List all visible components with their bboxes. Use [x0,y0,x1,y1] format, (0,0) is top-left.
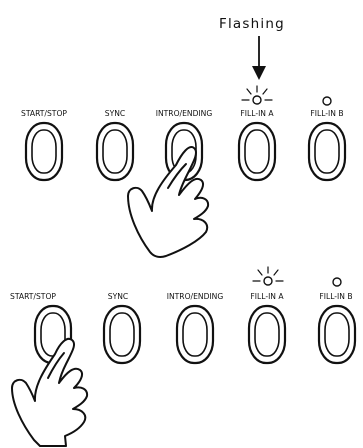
label-start-stop: START/STOP [10,292,56,301]
label-fill-in-a: FILL-IN A [250,292,284,301]
fill-in-b-led [333,278,341,286]
annotation-arrow [252,36,266,80]
fill-in-a-led-flashing [253,267,283,285]
label-fill-in-b: FILL-IN B [319,292,352,301]
label-sync: SYNC [105,109,125,118]
fill-in-b-led [323,97,331,105]
fill-in-a-button[interactable] [249,306,285,363]
sync-button[interactable] [104,306,140,363]
fill-in-b-button[interactable] [319,306,355,363]
sync-button[interactable] [97,123,133,180]
fill-in-b-button[interactable] [309,123,345,180]
label-intro-ending: INTRO/ENDING [167,292,224,301]
fill-in-a-button[interactable] [239,123,275,180]
label-fill-in-b: FILL-IN B [310,109,343,118]
panel-top: START/STOP SYNC INTRO/ENDING FILL-IN A F… [21,86,345,257]
label-start-stop: START/STOP [21,109,67,118]
flashing-annotation: Flashing [219,16,285,32]
intro-ending-button[interactable] [177,306,213,363]
panel-bottom: START/STOP SYNC INTRO/ENDING FILL-IN A F… [10,267,355,446]
fill-in-a-led-flashing [242,86,272,104]
label-sync: SYNC [108,292,128,301]
start-stop-button[interactable] [26,123,62,180]
label-fill-in-a: FILL-IN A [240,109,274,118]
label-intro-ending: INTRO/ENDING [156,109,213,118]
